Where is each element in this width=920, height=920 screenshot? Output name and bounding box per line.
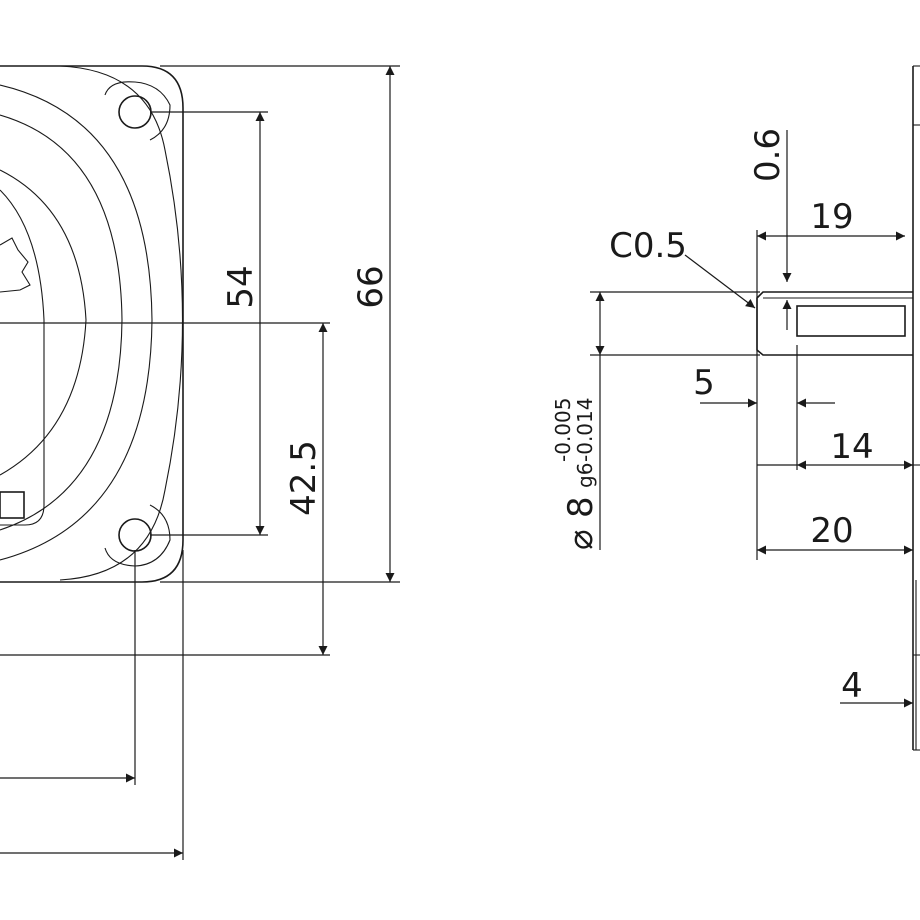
front-view: 54 66 42.5 [0,65,400,860]
shaft-outline [756,291,913,356]
dim-text-tol-lower: -0.014 [573,398,597,462]
dim-text-0-6: 0.6 [748,128,788,182]
dim-text-20: 20 [810,511,853,551]
dim-text-5: 5 [693,363,715,403]
leader-c0-5 [684,254,756,309]
inner-arc [0,169,87,476]
dim-text-tol-class: g6 [573,463,597,488]
diameter-symbol: ⌀ [561,530,601,550]
inner-boss [0,189,45,526]
dim-text-19: 19 [810,197,853,237]
dim-text-shaft-dia: 8 [561,496,601,518]
gear-teeth [0,237,31,293]
dim-text-c0-5: C0.5 [609,226,687,266]
connector-tab [0,491,25,519]
dim-text-tol-upper: -0.005 [551,398,575,462]
side-view: 0.6 19 C0.5 ⌀ 8 g6 -0.005 -0.014 5 14 20… [551,65,920,751]
dim-text-54: 54 [221,265,261,308]
middle-arc [0,114,123,531]
dim-text-66: 66 [351,265,391,308]
shaft-dia-callout: ⌀ 8 g6 -0.005 -0.014 [551,398,601,550]
shaft-keyway [796,305,906,337]
dim-text-4: 4 [841,666,863,706]
outer-arc [0,84,153,561]
dim-text-14: 14 [830,427,873,467]
motor-body-outline [0,65,184,583]
dim-text-42-5: 42.5 [284,440,324,516]
